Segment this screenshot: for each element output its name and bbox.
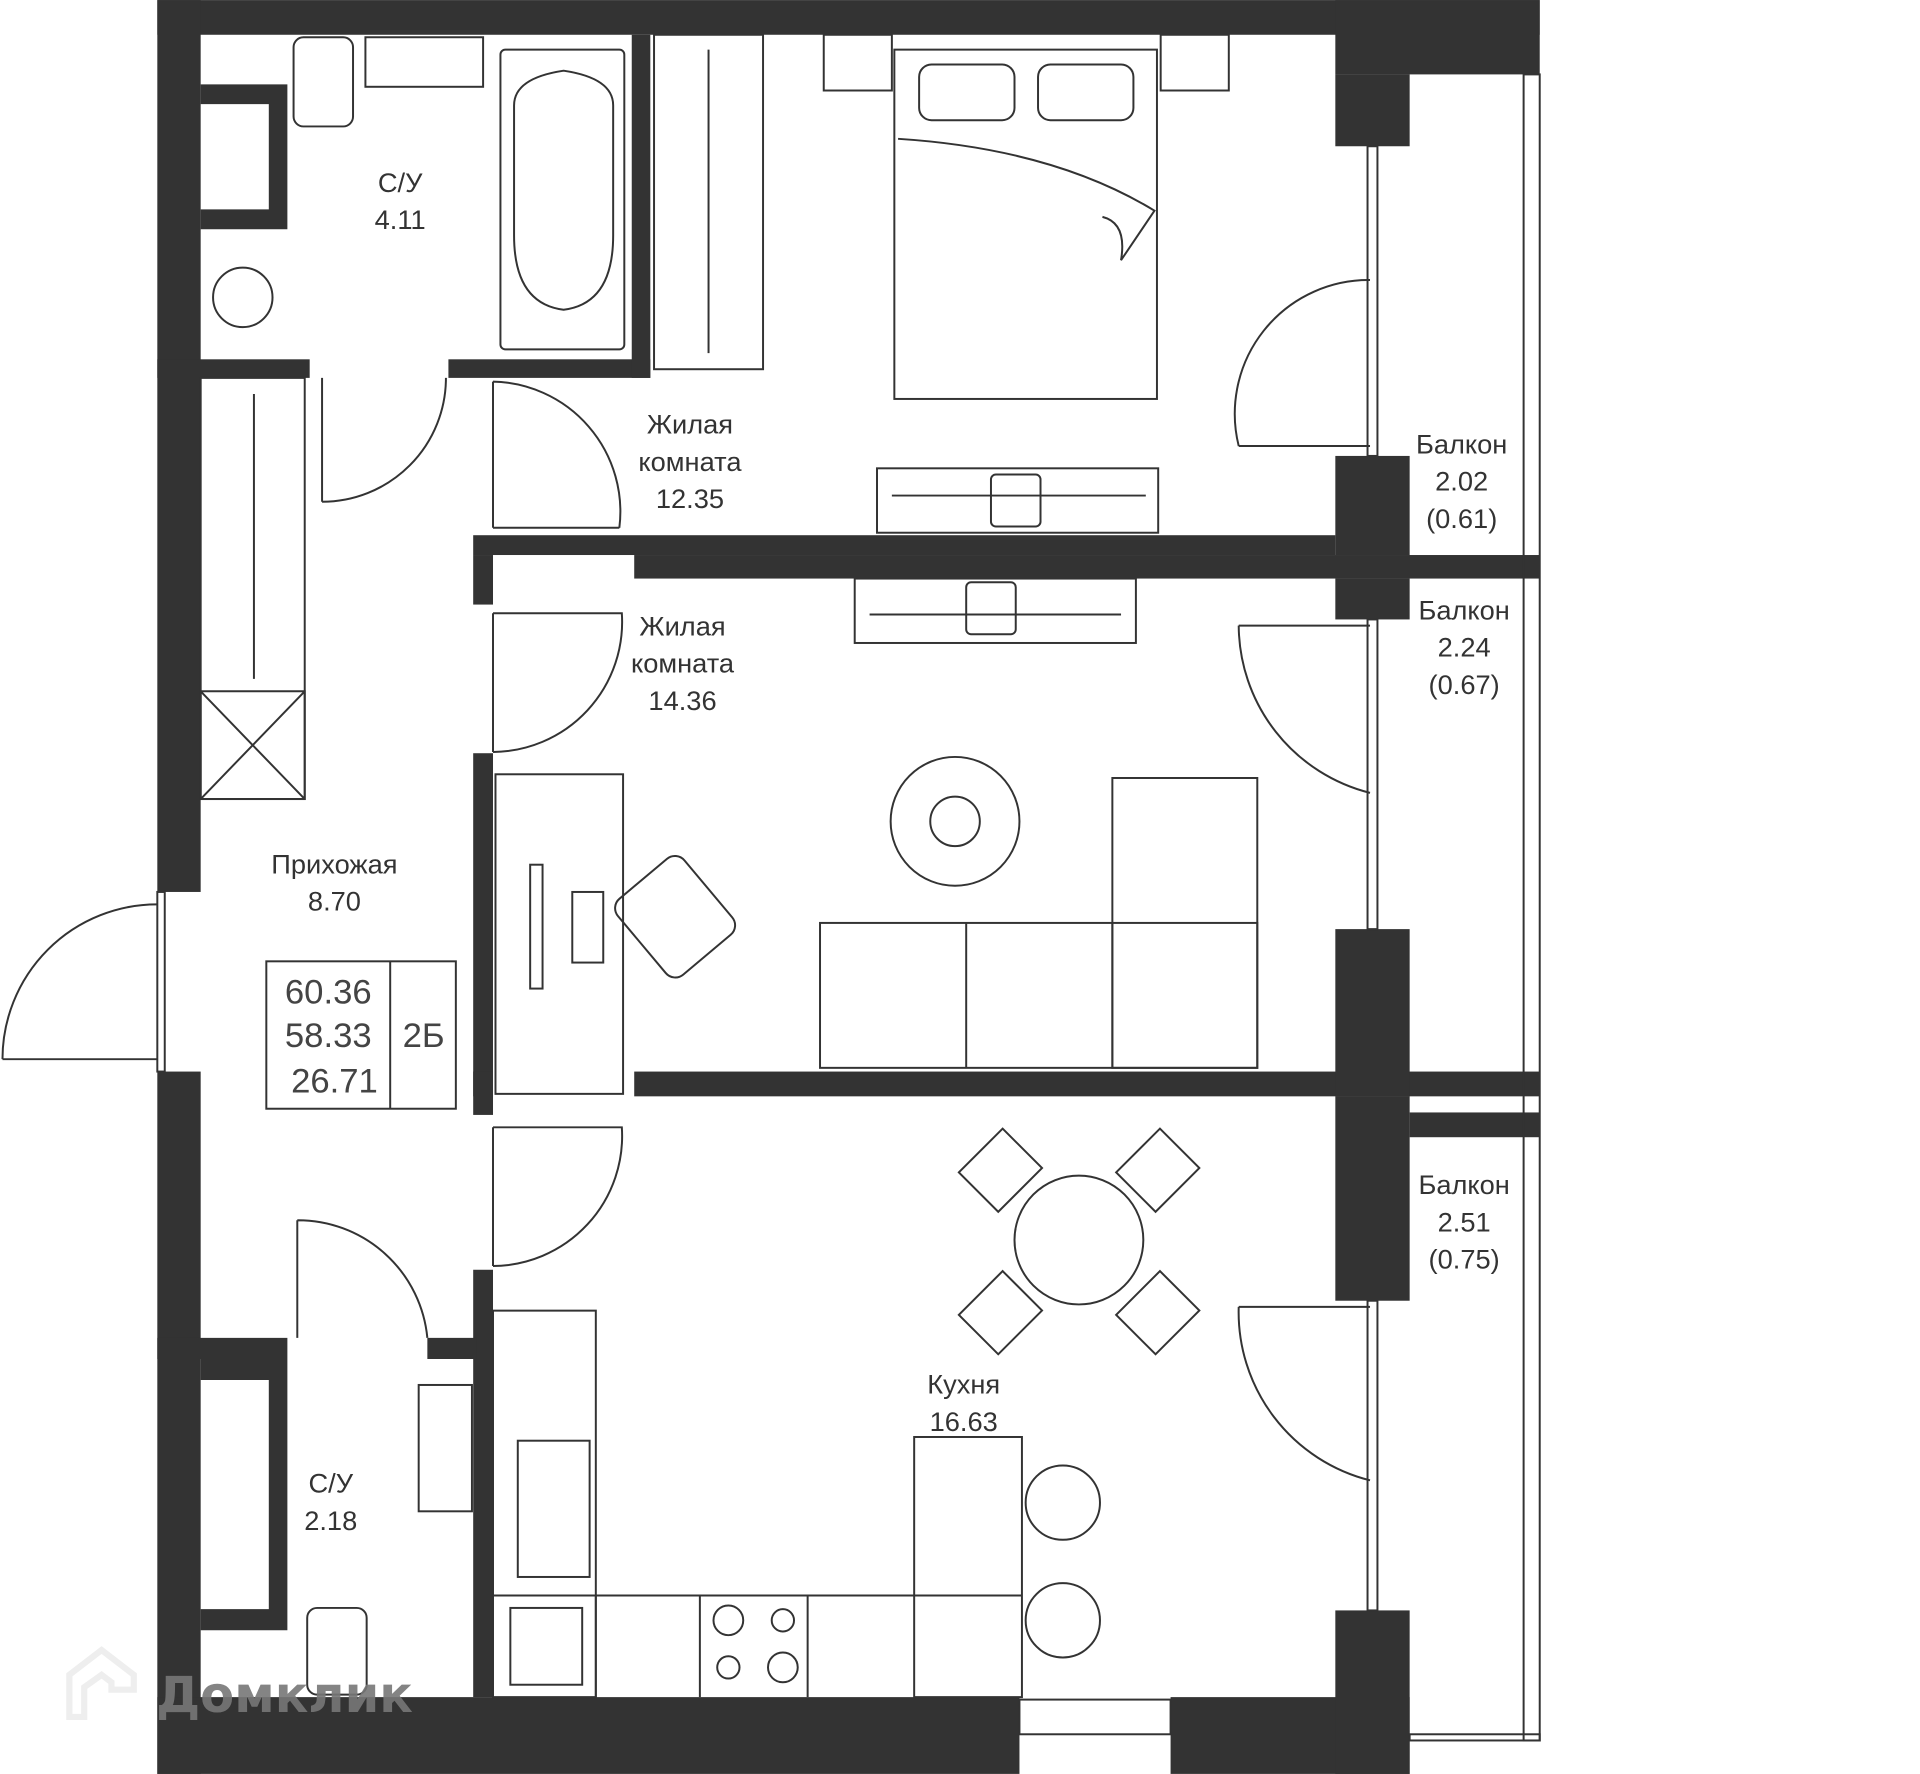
toilet-icon (306, 1606, 368, 1696)
balcony-area: 2.51 (1438, 1206, 1491, 1237)
stool-icon (1024, 1464, 1101, 1541)
bathtub-icon (499, 48, 626, 351)
sink-icon (364, 36, 485, 88)
kitchen-counter-icon (492, 1309, 597, 1699)
balcony-reduced-area: (0.61) (1426, 503, 1497, 534)
sofa-icon (819, 921, 1259, 1069)
rug-icon (889, 755, 1021, 887)
room-name: С/У (378, 167, 423, 198)
bed-icon (893, 48, 1158, 400)
balcony-area: 2.02 (1435, 466, 1488, 497)
nightstand-icon (1159, 33, 1230, 92)
toilet-icon (292, 36, 355, 128)
room-area: 2.18 (304, 1505, 357, 1536)
wardrobe-icon (653, 33, 765, 371)
domclick-logo-icon (66, 1646, 137, 1721)
oven-icon (509, 1606, 584, 1686)
room-name: Прихожая (271, 848, 397, 879)
furniture (199, 33, 1259, 1699)
summary-box: 60.36 58.33 26.71 2Б (265, 960, 457, 1110)
washing-machine-icon (212, 266, 274, 329)
apartment-type: 2Б (403, 1017, 445, 1055)
balcony-reduced-area: (0.67) (1429, 669, 1500, 700)
stool-icon (1024, 1582, 1101, 1659)
bar-table-icon (913, 1435, 1023, 1699)
chair-icon (614, 854, 737, 979)
walls (156, 0, 1541, 1774)
room-name: комната (638, 446, 742, 477)
nightstand-icon (822, 33, 893, 92)
room-area: 8.70 (308, 886, 361, 917)
room-name: Кухня (927, 1369, 1000, 1400)
room-name: С/У (308, 1468, 353, 1499)
kitchen-sink-icon (516, 1439, 591, 1578)
balcony-name: Балкон (1418, 1169, 1509, 1200)
desk-icon (494, 773, 625, 1095)
stove-icon (712, 1604, 745, 1637)
room-area: 16.63 (930, 1406, 998, 1437)
doors (1, 279, 1371, 1482)
room-name: Жилая (647, 409, 733, 440)
room-area: 12.35 (656, 483, 724, 514)
balcony-name: Балкон (1416, 428, 1507, 459)
sink-icon (417, 1383, 473, 1513)
balcony-reduced-area: (0.75) (1429, 1244, 1500, 1275)
tv-stand-icon (853, 577, 1137, 644)
balcony-area: 2.24 (1438, 632, 1491, 663)
room-name: Жилая (639, 611, 725, 642)
balcony-name: Балкон (1418, 594, 1509, 625)
room-area: 4.11 (375, 204, 426, 235)
room-name: комната (631, 648, 735, 679)
dining-table-icon (1013, 1174, 1145, 1306)
tv-stand-icon (876, 467, 1160, 534)
total-area: 60.36 (285, 973, 372, 1011)
living-area: 26.71 (291, 1063, 378, 1101)
watermark-text: Домклик (156, 1666, 413, 1724)
area-without-balconies: 58.33 (285, 1017, 372, 1055)
room-labels: С/У 4.11 Жилая комната 12.35 Жилая комна… (271, 167, 1510, 1536)
watermark: Домклик (66, 1646, 413, 1724)
room-area: 14.36 (648, 685, 716, 716)
wardrobe-icon (199, 376, 306, 801)
